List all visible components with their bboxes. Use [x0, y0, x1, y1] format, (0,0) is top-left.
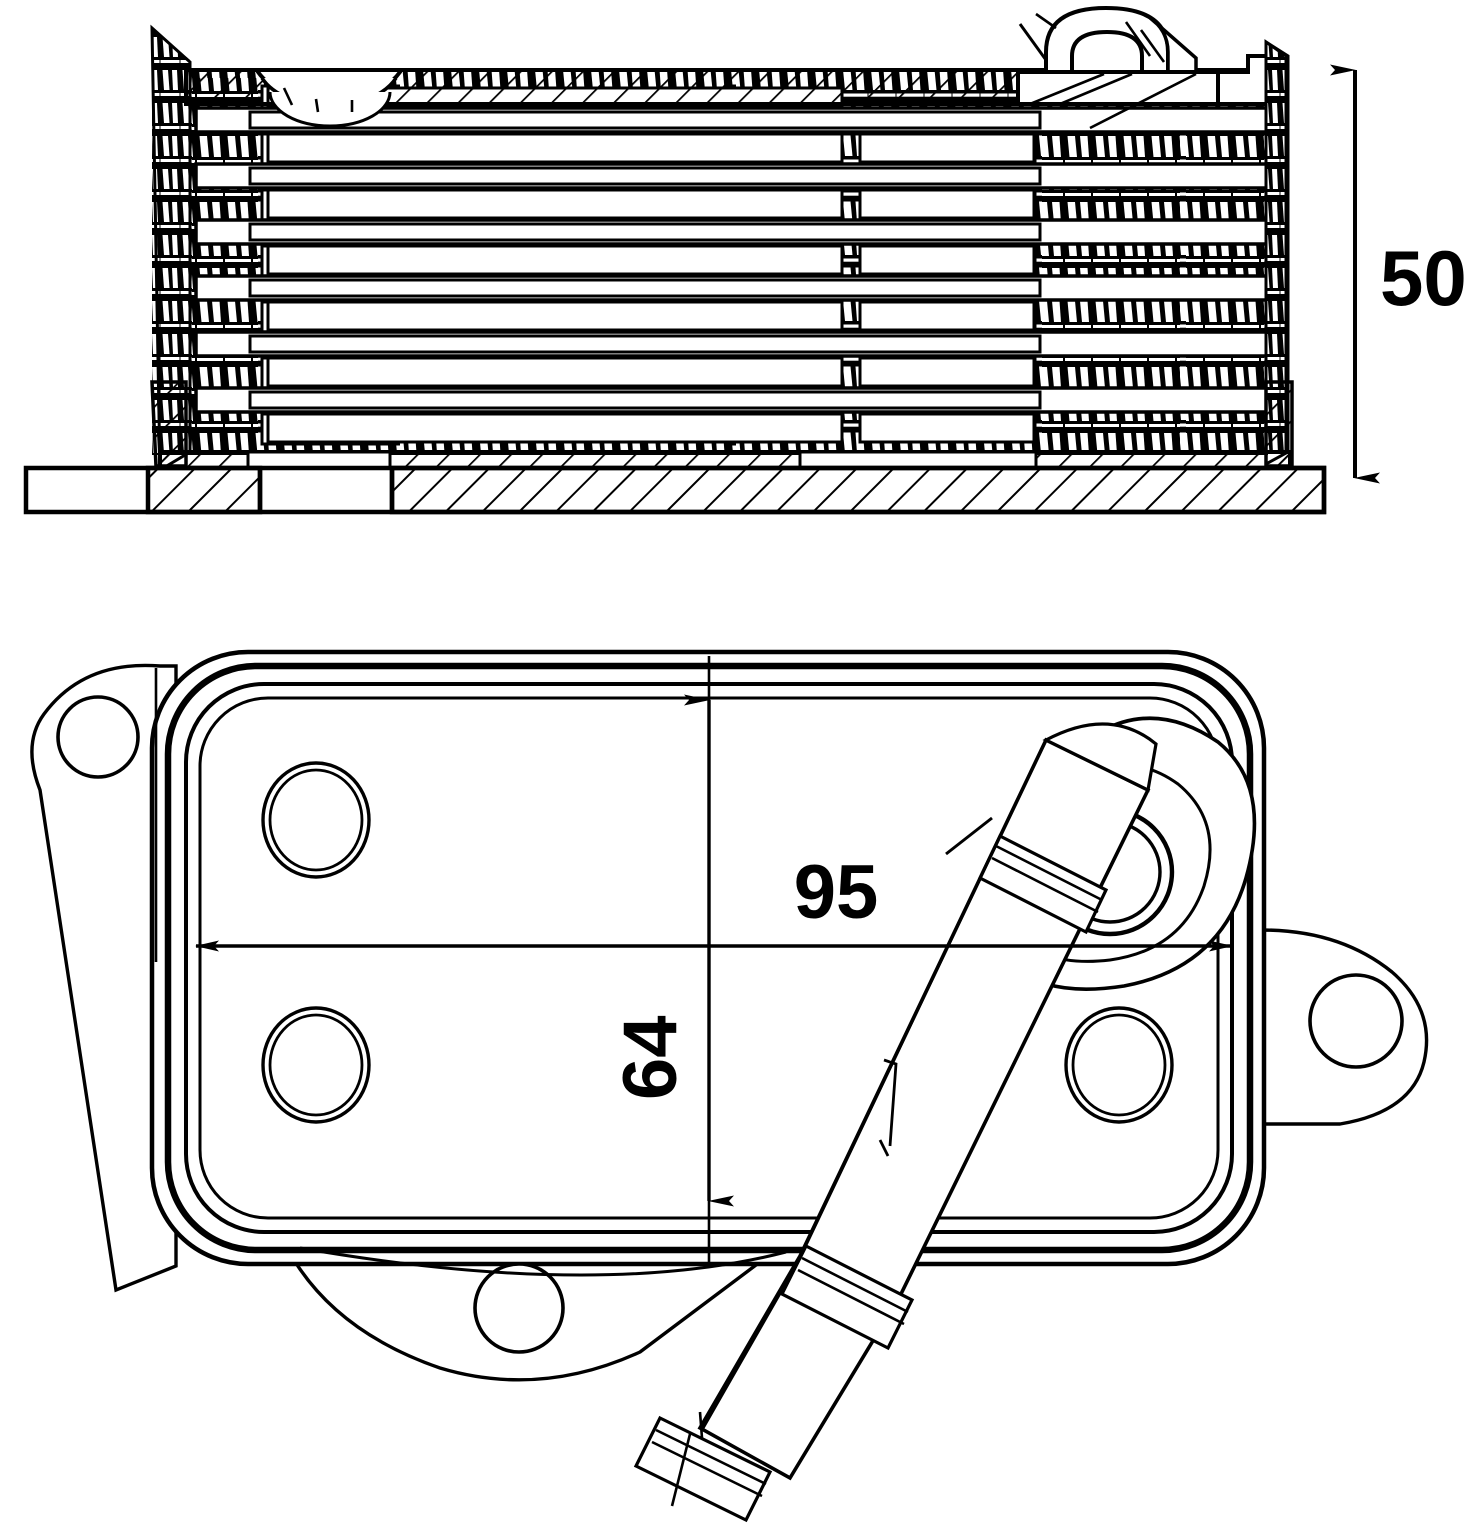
dimension-depth-64: 64 — [608, 694, 734, 1207]
internal-bore-bottom-left — [261, 1006, 371, 1124]
top-mounting-boss — [1016, 5, 1274, 130]
dimension-label-64: 64 — [608, 1015, 693, 1100]
mounting-hole-left — [56, 695, 140, 779]
side-section-view: 50 — [23, 5, 1467, 515]
internal-bore-bottom-right — [1064, 1006, 1174, 1124]
mounting-hole-bottom — [473, 1262, 565, 1354]
internal-bore-top-left — [261, 761, 371, 879]
mounting-hole-right — [1308, 973, 1404, 1069]
mounting-ear-holes — [56, 695, 1404, 1354]
top-left-notch — [256, 68, 402, 128]
plate-channel-necks — [248, 110, 1042, 410]
dimension-height-50: 50 — [1330, 64, 1467, 484]
mounting-ear-left — [30, 663, 178, 1293]
bottom-flange-plate — [23, 465, 1327, 515]
dimension-label-50: 50 — [1380, 234, 1467, 322]
core-bottom-band — [158, 450, 1292, 472]
tube-connector — [299, 722, 1158, 1523]
plan-view: 95 64 — [30, 649, 1429, 1523]
dimension-label-95: 95 — [794, 850, 879, 935]
witness-lines — [154, 656, 711, 1266]
